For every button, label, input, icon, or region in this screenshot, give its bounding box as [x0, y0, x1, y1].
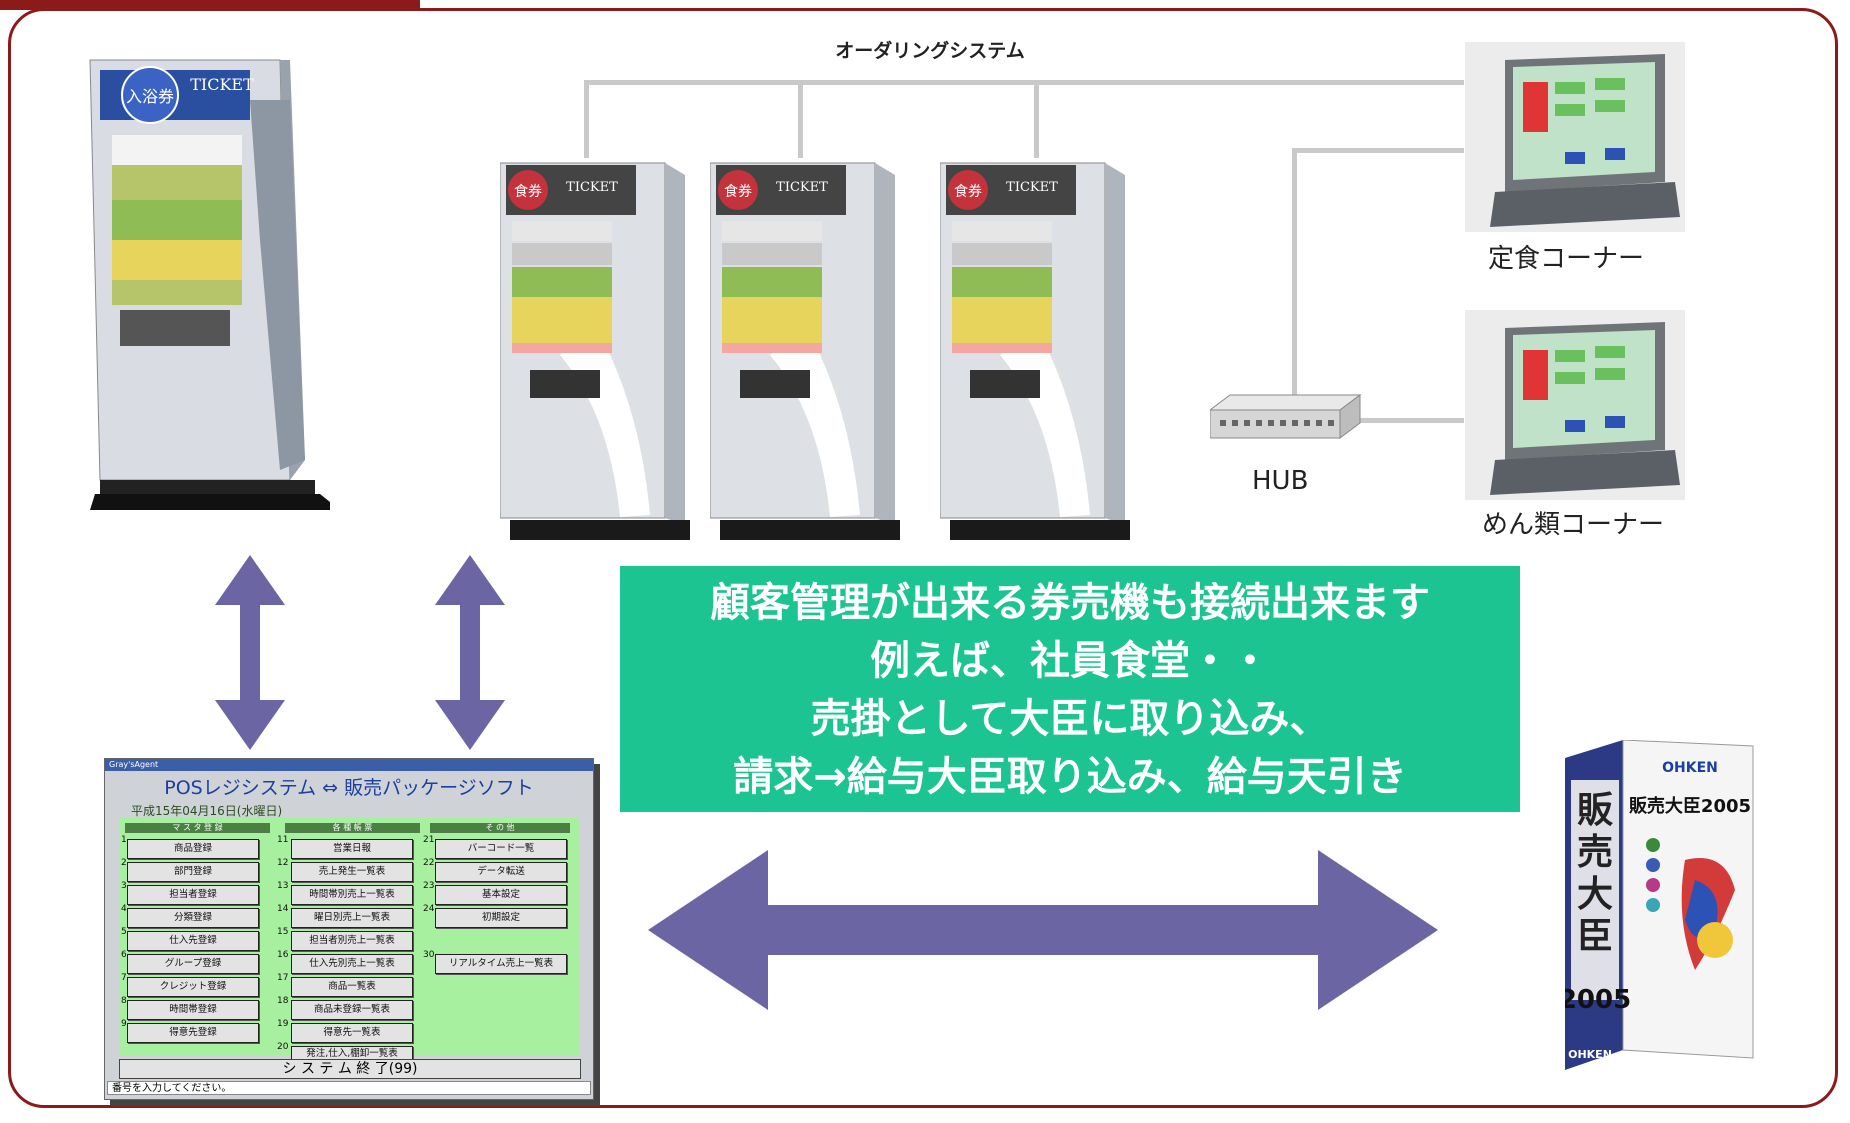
- pos-btn-eigyo-nippo[interactable]: 営業日報: [291, 839, 413, 859]
- pos-num: 20: [277, 1042, 289, 1052]
- pos-num: 3: [121, 881, 127, 891]
- pos-btn-data-tenso[interactable]: データ転送: [435, 862, 567, 882]
- header-tab: [0, 0, 420, 10]
- network-drop-3: [1034, 80, 1039, 158]
- pos-num: 22: [423, 858, 435, 868]
- pos-btn-realtime[interactable]: リアルタイム売上一覧表: [435, 954, 567, 974]
- pos-btn-tokuisaki[interactable]: 得意先登録: [127, 1023, 259, 1043]
- pos-btn-tantosha-uriage[interactable]: 担当者別売上一覧表: [291, 931, 413, 951]
- pos-titlebar: Gray'sAgent: [105, 759, 593, 771]
- product-side-title: 販売大臣2005: [1629, 795, 1751, 817]
- menrui-terminal: [1465, 310, 1685, 500]
- pos-num: 15: [277, 927, 289, 937]
- pos-num: 19: [277, 1019, 289, 1029]
- network-drop-2: [798, 80, 803, 158]
- pos-num: 9: [121, 1019, 127, 1029]
- teishoku-terminal: [1465, 42, 1685, 232]
- pos-num: 16: [277, 950, 289, 960]
- pos-num: 8: [121, 996, 127, 1006]
- pos-btn-yobi-uriage[interactable]: 曜日別売上一覧表: [291, 908, 413, 928]
- message-line-3: 売掛として大臣に取り込み、: [810, 696, 1330, 742]
- pos-btn-barcode[interactable]: バーコード一覧: [435, 839, 567, 859]
- pos-num: 11: [277, 835, 289, 845]
- network-line-branch: [1292, 148, 1464, 153]
- vending-2-sign: 食券: [724, 183, 752, 200]
- pos-btn-tantosha[interactable]: 担当者登録: [127, 885, 259, 905]
- diagram-title: オーダリングシステム: [835, 40, 1025, 62]
- ticket-machine: 入浴券 TICKET: [89, 59, 330, 510]
- pos-num: 14: [277, 904, 289, 914]
- pos-title: POSレジシステム ⇔ 販売パッケージソフト: [164, 777, 534, 799]
- pos-btn-credit[interactable]: クレジット登録: [127, 977, 259, 997]
- pos-date: 平成15年04月16日(水曜日): [131, 804, 283, 818]
- pos-status-bar: 番号を入力してください。: [107, 1081, 591, 1095]
- vending-3-ticket: TICKET: [1006, 180, 1058, 195]
- vending-2-ticket: TICKET: [776, 180, 828, 195]
- pos-col-master-header: マ ス タ 登 録: [125, 823, 270, 833]
- pos-exit-button[interactable]: シ ス テ ム 終 了(99): [119, 1059, 581, 1079]
- hub-label: HUB: [1252, 466, 1309, 496]
- vending-machine-1: 食券 TICKET: [500, 162, 690, 540]
- pos-num: 6: [121, 950, 127, 960]
- pos-btn-group[interactable]: グループ登録: [127, 954, 259, 974]
- pos-btn-uriage-hassei[interactable]: 売上発生一覧表: [291, 862, 413, 882]
- product-brand-top: OHKEN: [1662, 760, 1718, 776]
- teishoku-label: 定食コーナー: [1488, 244, 1645, 274]
- network-line-menrui: [1350, 418, 1464, 423]
- pos-btn-jikantai[interactable]: 時間帯登録: [127, 1000, 259, 1020]
- pos-num: 5: [121, 927, 127, 937]
- double-arrow-left: [215, 555, 285, 750]
- pos-num: 7: [121, 973, 127, 983]
- pos-num: 12: [277, 858, 289, 868]
- diagram-frame: [8, 8, 1838, 1108]
- network-drop-1: [584, 80, 589, 158]
- pos-btn-tokuisaki-ichiran[interactable]: 得意先一覧表: [291, 1023, 413, 1043]
- pos-num: 2: [121, 858, 127, 868]
- pos-num: 23: [423, 881, 435, 891]
- double-arrow-middle: [435, 555, 505, 750]
- ticket-machine-sign: 入浴券: [126, 87, 174, 106]
- pos-btn-jikantai-uriage[interactable]: 時間帯別売上一覧表: [291, 885, 413, 905]
- pos-btn-shohin-ichiran[interactable]: 商品一覧表: [291, 977, 413, 997]
- product-box: 販売大臣 2005 OHKEN OHKEN 販売大臣2005: [1565, 740, 1754, 1070]
- hub-device: [1210, 394, 1362, 439]
- pos-num: 4: [121, 904, 127, 914]
- product-year: 2005: [1565, 985, 1631, 1015]
- pos-col-other-header: そ の 他: [430, 823, 570, 833]
- pos-btn-bumon[interactable]: 部門登録: [127, 862, 259, 882]
- vending-machine-2: 食券 TICKET: [710, 162, 900, 540]
- vending-3-sign: 食券: [954, 183, 982, 200]
- pos-btn-shoki-settei[interactable]: 初期設定: [435, 908, 567, 928]
- double-arrow-horizontal: [648, 850, 1438, 1010]
- message-line-2: 例えば、社員食堂・・: [870, 638, 1270, 684]
- pos-num: 21: [423, 835, 435, 845]
- menrui-label: めん類コーナー: [1482, 510, 1665, 540]
- pos-num: 1: [121, 835, 127, 845]
- pos-num: 13: [277, 881, 289, 891]
- message-box: 顧客管理が出来る券売機も接続出来ます 例えば、社員食堂・・ 売掛として大臣に取り…: [620, 566, 1520, 812]
- vending-1-sign: 食券: [514, 183, 542, 200]
- network-line-top: [584, 80, 1464, 85]
- pos-btn-shiiresaki[interactable]: 仕入先登録: [127, 931, 259, 951]
- product-name-char-1: 販売大臣: [1577, 790, 1614, 957]
- ticket-machine-ticket: TICKET: [190, 75, 254, 94]
- vending-machine-3: 食券 TICKET: [940, 162, 1130, 540]
- message-line-4: 請求→給与大臣取り込み、給与天引き: [733, 754, 1407, 800]
- product-brand: OHKEN: [1568, 1048, 1612, 1061]
- pos-btn-kihon-settei[interactable]: 基本設定: [435, 885, 567, 905]
- message-line-1: 顧客管理が出来る券売機も接続出来ます: [710, 580, 1430, 626]
- pos-window: Gray'sAgent POSレジシステム ⇔ 販売パッケージソフト 平成15年…: [104, 758, 594, 1100]
- pos-col-reports-header: 各 種 帳 票: [285, 823, 420, 833]
- pos-num: 17: [277, 973, 289, 983]
- network-line-hub: [1292, 148, 1297, 400]
- pos-num: 30: [423, 950, 435, 960]
- pos-btn-shohin-mitoroku[interactable]: 商品未登録一覧表: [291, 1000, 413, 1020]
- pos-btn-shohin[interactable]: 商品登録: [127, 839, 259, 859]
- pos-btn-bunrui[interactable]: 分類登録: [127, 908, 259, 928]
- pos-btn-shiiresaki-uriage[interactable]: 仕入先別売上一覧表: [291, 954, 413, 974]
- pos-num: 18: [277, 996, 289, 1006]
- vending-1-ticket: TICKET: [566, 180, 618, 195]
- pos-num: 24: [423, 904, 435, 914]
